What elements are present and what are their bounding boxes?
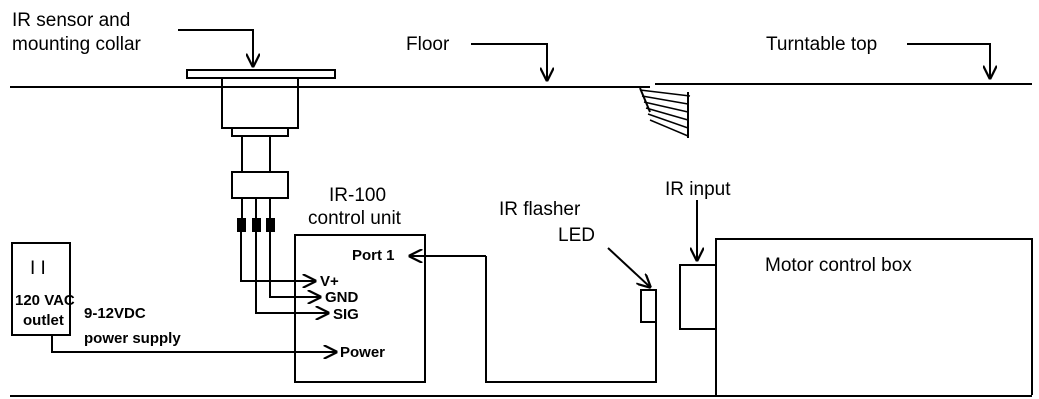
outlet-label-1: 120 VAC xyxy=(15,292,75,309)
control-label-2: control unit xyxy=(308,208,402,229)
gnd-label: GND xyxy=(325,289,359,306)
outlet-label-2: outlet xyxy=(23,312,64,329)
power-label: Power xyxy=(340,344,385,361)
flasher-leader xyxy=(607,247,650,287)
sensor-label-2: mounting collar xyxy=(12,34,142,55)
ir-input-label: IR input xyxy=(665,179,731,200)
flasher-label-2: LED xyxy=(558,225,595,246)
ir-input-block xyxy=(679,264,717,330)
floor-leader xyxy=(471,43,547,80)
control-label-1: IR-100 xyxy=(329,185,386,206)
control-unit-box xyxy=(294,234,426,383)
sensor-label-1: IR sensor and xyxy=(12,10,130,31)
turntable-leader xyxy=(907,43,990,78)
motor-control-box xyxy=(715,238,1033,395)
ir-sensor xyxy=(186,69,336,232)
turntable-hatch xyxy=(639,87,691,138)
outlet-box xyxy=(11,242,71,336)
wire-gnd xyxy=(269,232,320,297)
sig-label: SIG xyxy=(333,306,359,323)
outlet-symbol: I I xyxy=(30,258,46,279)
port1-label: Port 1 xyxy=(352,247,395,264)
flasher-label-1: IR flasher xyxy=(499,199,581,220)
vplus-label: V+ xyxy=(320,273,339,290)
wire-vplus xyxy=(240,232,315,281)
supply-label-1: 9-12VDC xyxy=(84,305,146,322)
sensor-leader xyxy=(178,29,253,66)
wire-port1 xyxy=(485,256,657,383)
ir-flasher-led xyxy=(640,289,657,323)
turntable-label: Turntable top xyxy=(766,34,877,55)
supply-label-2: power supply xyxy=(84,330,181,347)
motor-box-label: Motor control box xyxy=(765,255,912,276)
wire-sig xyxy=(255,232,328,313)
wire-power xyxy=(51,335,336,352)
floor-label: Floor xyxy=(406,34,450,55)
